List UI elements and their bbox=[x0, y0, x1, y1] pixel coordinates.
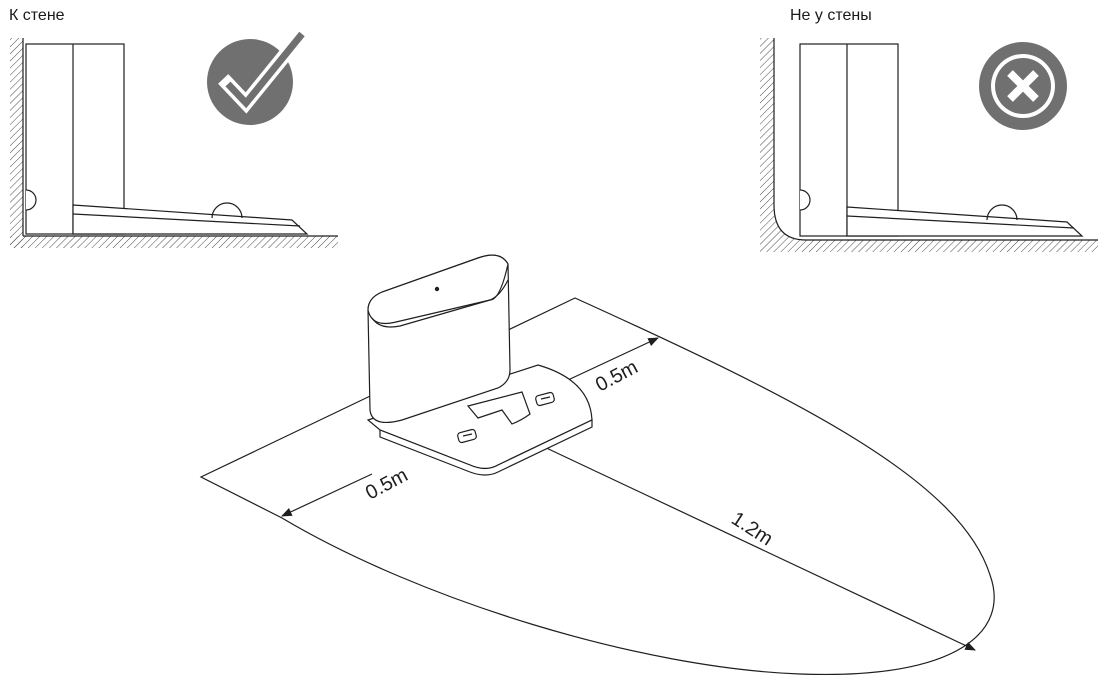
clearance-zone bbox=[199, 297, 995, 675]
correct-placement-caption: К стене bbox=[9, 7, 65, 24]
dock-indicator-light bbox=[434, 286, 440, 292]
wall-with-baseboard bbox=[760, 38, 1098, 252]
correct-placement-illustration bbox=[10, 38, 338, 248]
incorrect-placement-illustration bbox=[760, 38, 1098, 252]
front-dimension bbox=[539, 444, 976, 651]
charging-contact-right bbox=[535, 391, 555, 407]
dock-base-cutout bbox=[466, 391, 531, 425]
wall bbox=[10, 38, 24, 248]
incorrect-placement-caption: Не у стены bbox=[790, 7, 872, 24]
check-circle-icon bbox=[207, 24, 312, 125]
charging-dock bbox=[366, 254, 593, 476]
side-dimension-right bbox=[567, 337, 659, 381]
floor bbox=[10, 235, 338, 248]
charging-contact-left bbox=[457, 428, 477, 444]
clearance-outline bbox=[199, 297, 995, 675]
side-dimension-left bbox=[281, 473, 373, 517]
dock-side-view bbox=[25, 43, 309, 235]
dock-side-view bbox=[799, 43, 1084, 237]
x-circle-icon bbox=[979, 42, 1067, 130]
